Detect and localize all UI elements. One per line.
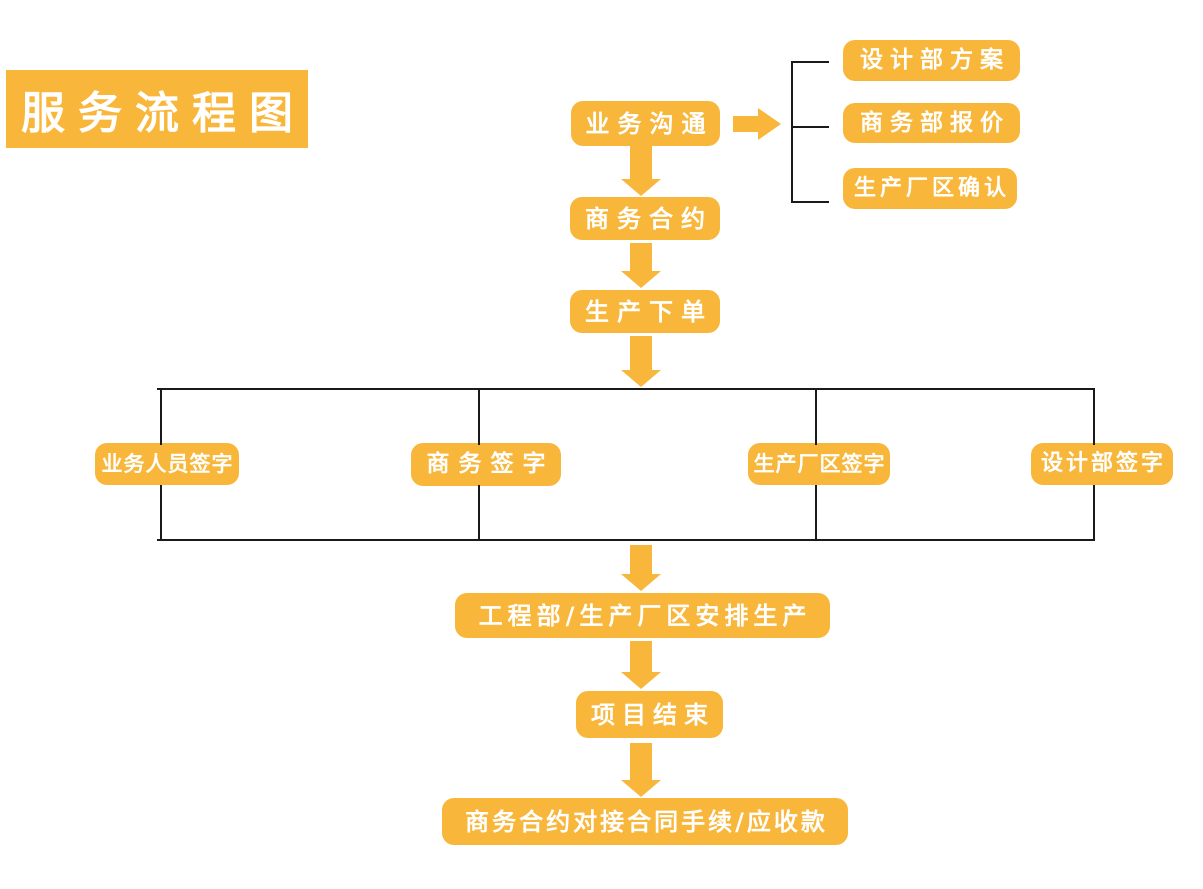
arrow-shaft [630,336,652,370]
arrow-down-2-icon [621,243,661,288]
node-contract-receivables: 商务合约对接合同手续/应收款 [442,798,848,845]
arrow-shaft [630,146,652,179]
connector-business-bottom [478,485,480,541]
node-design-dept-plan: 设计部方案 [843,40,1020,81]
arrow-head [621,370,661,387]
arrow-shaft [630,243,652,271]
node-business-contract: 商务合约 [570,197,720,240]
arrow-down-6-icon [621,743,661,797]
diagram-title: 服务流程图 [6,70,308,148]
arrow-head [621,672,661,689]
node-plant-confirmation: 生产厂区确认 [843,168,1017,209]
branch-stub-top [791,61,829,63]
node-project-end: 项目结束 [576,691,723,738]
arrow-shaft [733,116,758,132]
connector-plant-bottom [815,485,817,541]
node-plant-signature: 生产厂区签字 [748,443,890,485]
arrow-shaft [630,743,652,780]
node-design-signature: 设计部签字 [1031,443,1173,485]
connector-business-top [478,388,480,445]
arrow-head [758,108,781,140]
arrow-shaft [630,545,652,574]
arrow-head [621,780,661,797]
node-arrange-production: 工程部/生产厂区安排生产 [455,593,830,638]
arrow-shaft [630,641,652,672]
node-sales-signature: 业务人员签字 [95,443,239,485]
branch-stub-bottom [791,201,829,203]
connector-design-bottom [1093,485,1095,541]
connector-sales-bottom [160,485,162,541]
arrow-head [621,271,661,288]
connector-sales-top [160,388,162,445]
arrow-down-3-icon [621,336,661,387]
signature-rail-top [157,388,1095,390]
branch-stub-middle [791,126,829,128]
arrow-head [621,179,661,196]
arrow-head [621,574,661,591]
connector-plant-top [815,388,817,445]
arrow-down-1-icon [621,146,661,196]
node-business-signature: 商务签字 [411,443,561,486]
signature-rail-bottom [157,539,1095,541]
node-production-order: 生产下单 [570,290,720,333]
node-business-dept-quotation: 商务部报价 [843,103,1020,143]
node-business-communication: 业务沟通 [571,101,720,146]
connector-design-top [1093,388,1095,445]
branch-bracket-vline [791,61,793,203]
arrow-right-to-branch-icon [733,108,781,140]
arrow-down-4-icon [621,545,661,591]
arrow-down-5-icon [621,641,661,689]
